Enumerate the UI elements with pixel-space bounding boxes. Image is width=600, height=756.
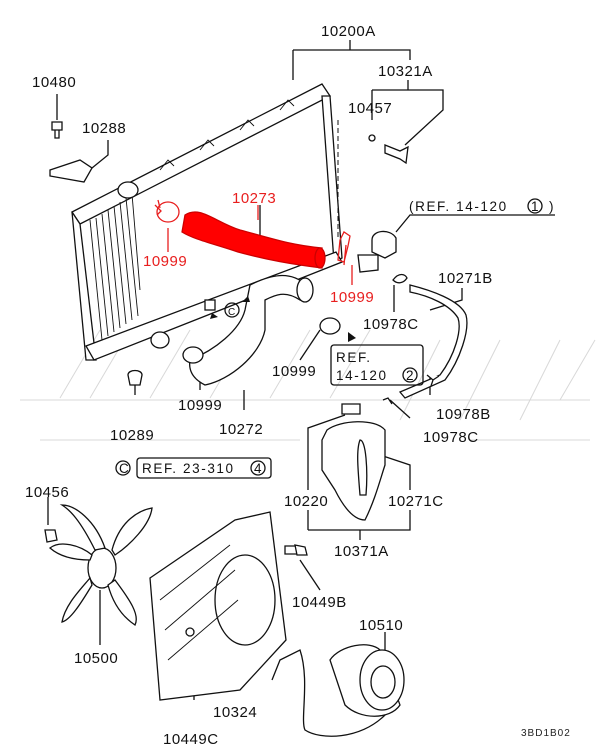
svg-text:2: 2 (406, 368, 414, 383)
label-10999-lower-left[interactable]: 10999 (178, 397, 222, 414)
label-10449B[interactable]: 10449B (292, 594, 347, 611)
label-10457[interactable]: 10457 (348, 100, 392, 117)
svg-text:REF.: REF. (336, 350, 372, 365)
svg-text:): ) (549, 199, 555, 214)
label-10480[interactable]: 10480 (32, 74, 76, 91)
label-10272[interactable]: 10272 (219, 421, 263, 438)
radiator-assembly-drawing[interactable] (71, 83, 343, 361)
label-10978C-lower[interactable]: 10978C (423, 429, 479, 446)
label-10456[interactable]: 10456 (25, 484, 69, 501)
label-10324[interactable]: 10324 (213, 704, 257, 721)
label-10288[interactable]: 10288 (82, 120, 126, 137)
part-labels: 10200A 10321A 10457 10480 10288 10273 10… (25, 23, 493, 748)
radiator-fan-drawing[interactable] (44, 504, 153, 626)
label-10371A[interactable]: 10371A (334, 543, 389, 560)
label-10978B[interactable]: 10978B (436, 406, 491, 423)
label-10978C-upper[interactable]: 10978C (363, 316, 419, 333)
ref-14-120-2[interactable]: REF. 14-120 2 (330, 344, 424, 386)
small-parts (49, 121, 440, 556)
fan-motor-drawing[interactable] (271, 644, 405, 737)
upper-radiator-hose-drawing[interactable] (181, 211, 326, 269)
ref-14-120-1[interactable]: (REF. 14-120 1 ) (409, 198, 555, 214)
label-10220[interactable]: 10220 (284, 493, 328, 510)
label-10510[interactable]: 10510 (359, 617, 403, 634)
hose-clamp-right-drawing[interactable] (337, 231, 351, 266)
highlight-leader-lines (167, 205, 353, 285)
svg-text:1: 1 (531, 199, 539, 214)
label-10999-right[interactable]: 10999 (330, 289, 374, 306)
label-10289[interactable]: 10289 (110, 427, 154, 444)
hose-clamp-left-drawing[interactable] (154, 199, 180, 223)
svg-text:(REF. 14-120: (REF. 14-120 (409, 199, 508, 214)
watermark (20, 329, 596, 441)
svg-text:14-120: 14-120 (336, 368, 388, 383)
label-10271B[interactable]: 10271B (438, 270, 493, 287)
label-10500[interactable]: 10500 (74, 650, 118, 667)
label-10999-left[interactable]: 10999 (143, 253, 187, 270)
svg-text:C: C (119, 461, 129, 476)
overflow-hose-drawing[interactable] (398, 284, 468, 399)
connector-markers: C (210, 296, 356, 342)
reserve-tank-drawing[interactable] (321, 403, 386, 521)
label-10200A[interactable]: 10200A (321, 23, 376, 40)
label-10273[interactable]: 10273 (232, 190, 276, 207)
label-10999-lower-right[interactable]: 10999 (272, 363, 316, 380)
figure-code: 3BD1B02 (521, 728, 571, 739)
svg-text:REF. 23-310: REF. 23-310 (142, 461, 235, 476)
ref-23-310-4[interactable]: C REF. 23-310 4 (115, 457, 272, 479)
fan-shroud-drawing[interactable] (149, 511, 298, 701)
label-10321A[interactable]: 10321A (378, 63, 433, 80)
radiator-cap-ref-drawing (357, 214, 555, 273)
svg-text:4: 4 (254, 461, 262, 476)
svg-text:C: C (228, 307, 235, 318)
label-10271C[interactable]: 10271C (388, 493, 444, 510)
label-10449C[interactable]: 10449C (163, 731, 219, 748)
